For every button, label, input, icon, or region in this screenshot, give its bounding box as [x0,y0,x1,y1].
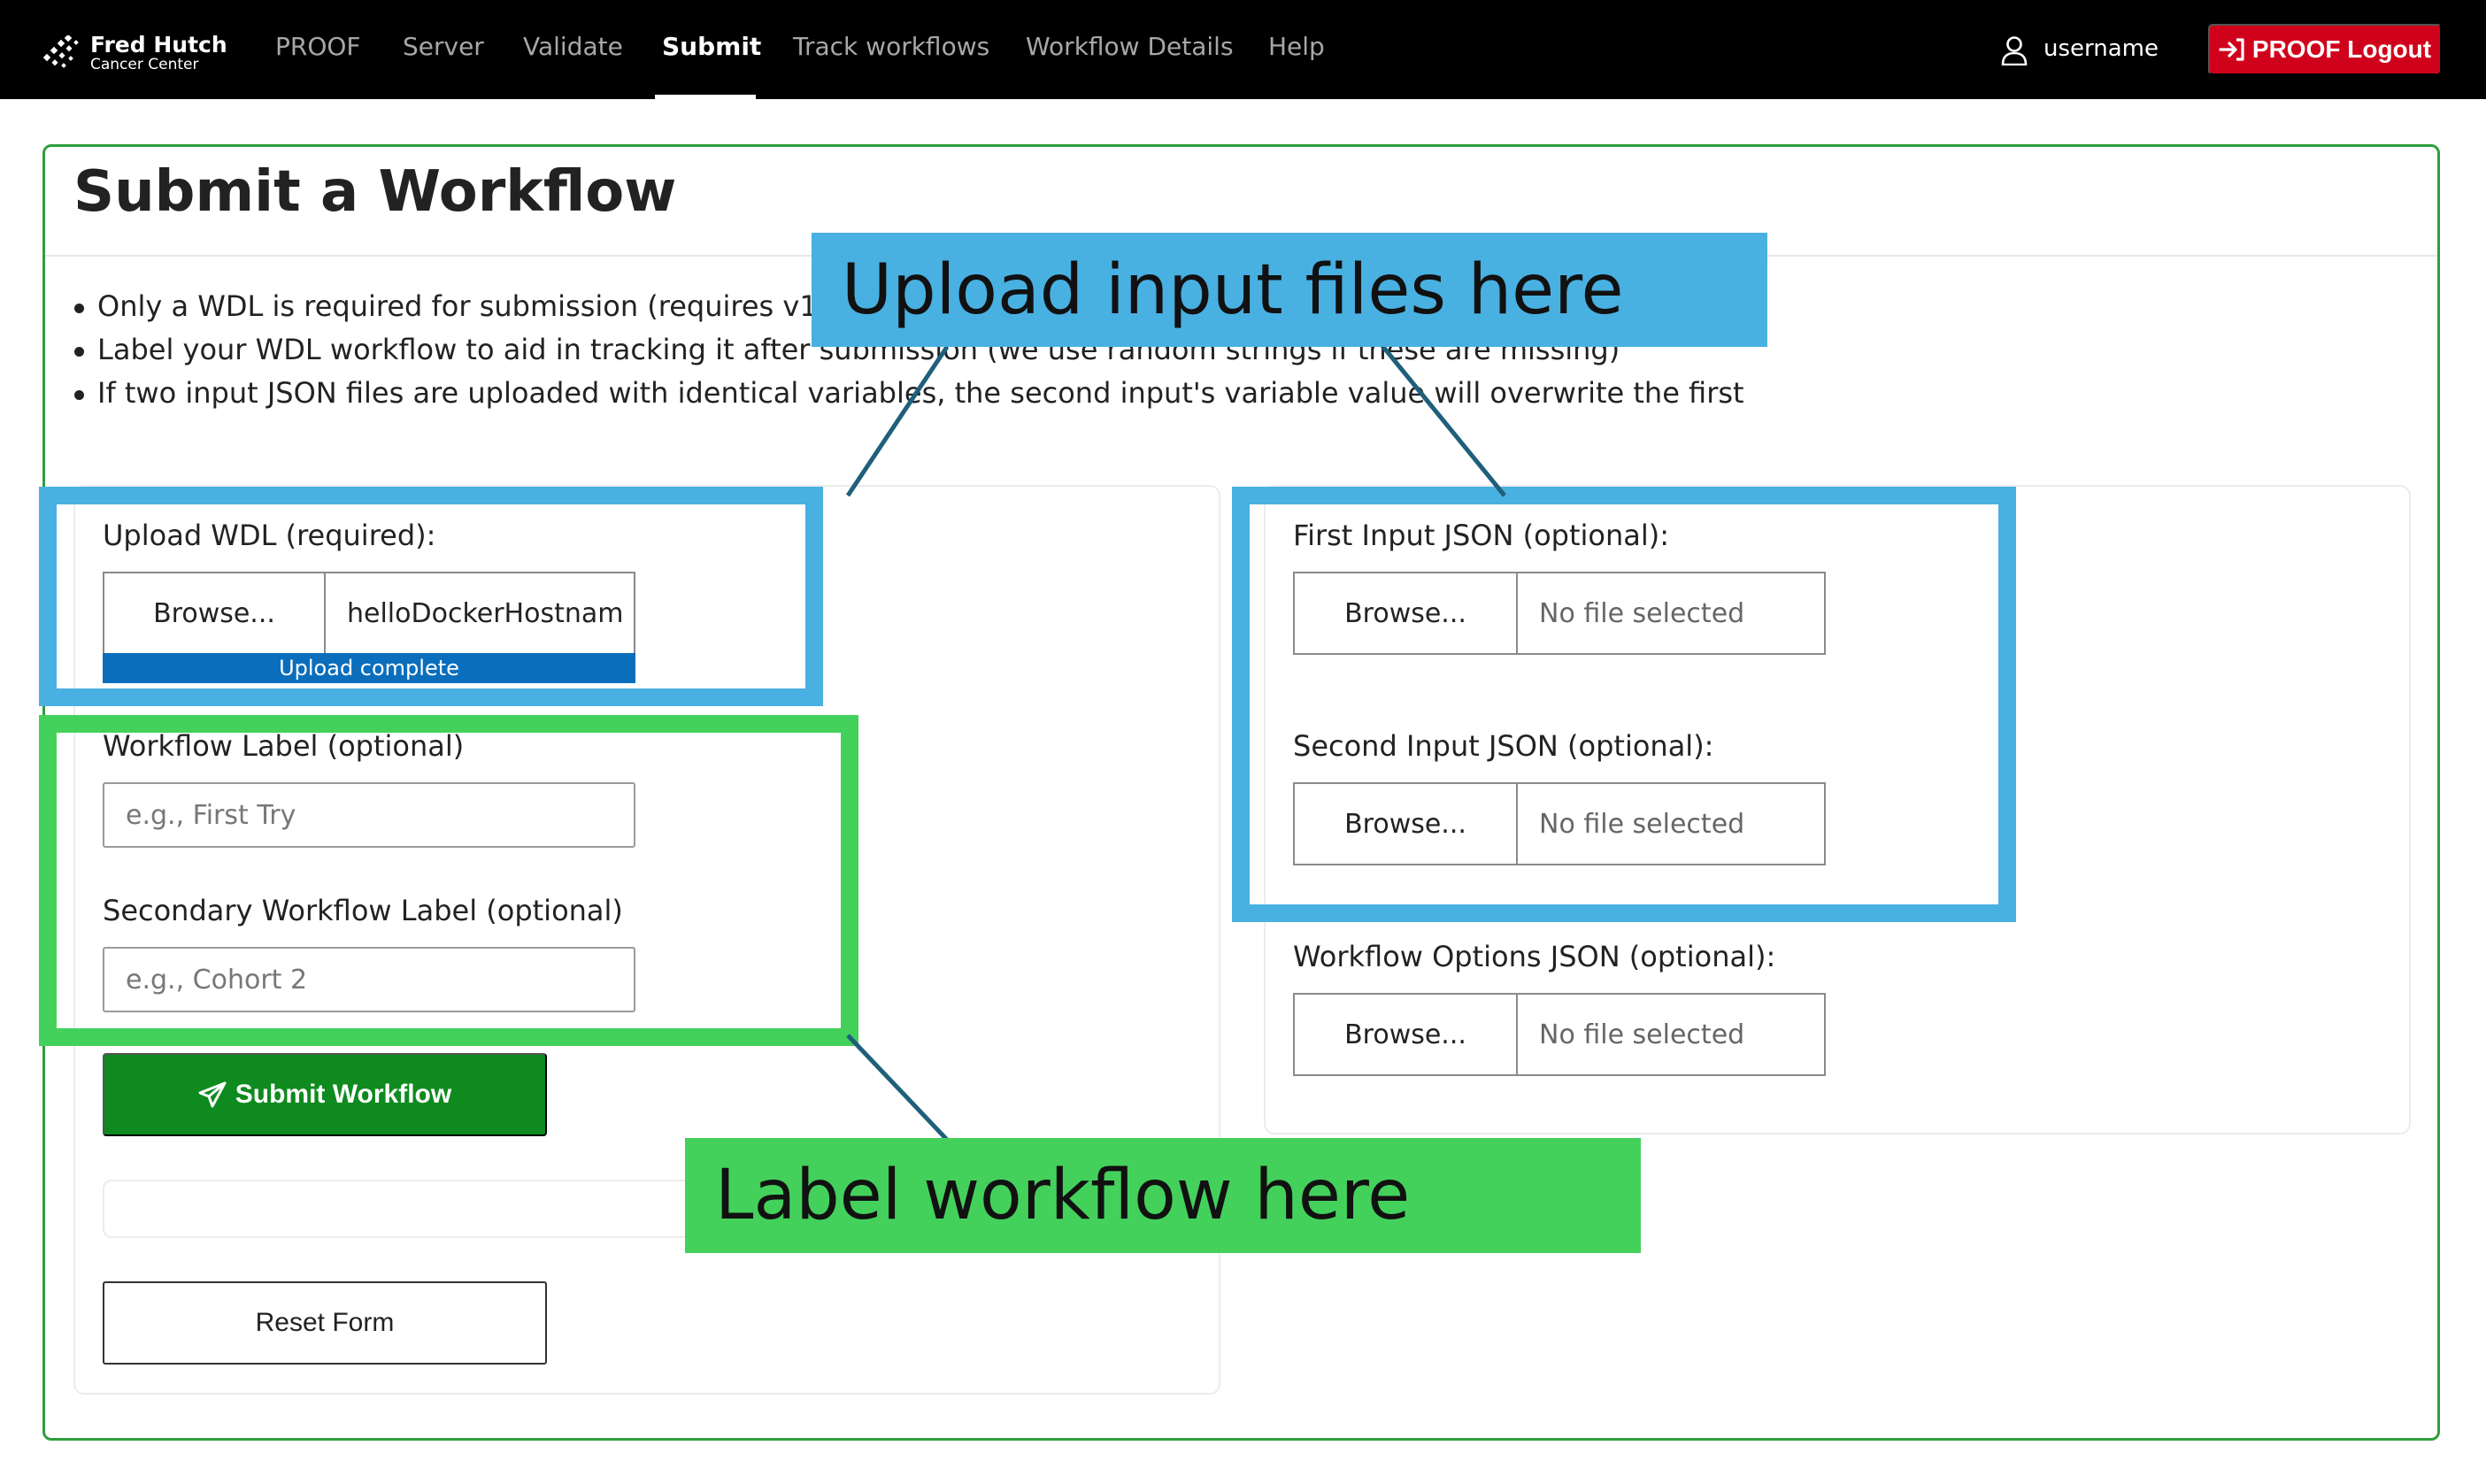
nav-item-workflow-details[interactable]: Workflow Details [1026,32,1234,61]
nav-item-help[interactable]: Help [1268,32,1325,61]
active-tab-indicator [655,95,756,99]
brand[interactable]: Fred Hutch Cancer Center [42,32,227,76]
wdl-upload-label: Upload WDL (required): [103,519,436,552]
first-input-browse-button[interactable]: Browse... [1295,573,1518,653]
nav-item-server[interactable]: Server [403,32,484,61]
reset-form-button[interactable]: Reset Form [103,1281,547,1365]
first-input-label: First Input JSON (optional): [1293,519,1670,552]
options-json-file-name: No file selected [1539,1019,1745,1050]
second-input-label: Second Input JSON (optional): [1293,729,1714,763]
logout-button[interactable]: PROOF Logout [2208,24,2442,75]
top-navbar: Fred Hutch Cancer Center PROOF Server Va… [0,0,2486,99]
first-input-file-input[interactable]: Browse... No file selected [1293,572,1826,655]
second-input-file-name: No file selected [1539,808,1745,840]
options-json-browse-button[interactable]: Browse... [1295,995,1518,1074]
secondary-label-label: Secondary Workflow Label (optional) [103,894,623,927]
username[interactable]: username [2043,35,2159,62]
wdl-file-name: helloDockerHostnam [347,597,624,629]
wdl-upload-progress: Upload complete [103,653,635,683]
first-input-file-name: No file selected [1539,597,1745,629]
second-input-browse-button[interactable]: Browse... [1295,784,1518,864]
secondary-label-input[interactable] [103,947,635,1012]
instruction-item: If two input JSON files are uploaded wit… [74,373,1744,417]
user-icon [2001,36,2028,65]
options-json-file-input[interactable]: Browse... No file selected [1293,993,1826,1076]
instruction-item: Only a WDL is required for submission (r… [74,287,1690,330]
login-arrow-icon [2219,38,2244,61]
workflow-label-label: Workflow Label (optional) [103,729,465,763]
second-input-file-input[interactable]: Browse... No file selected [1293,782,1826,865]
paper-plane-icon [198,1081,227,1108]
upload-callout: Upload input files here [812,233,1767,347]
nav-item-validate[interactable]: Validate [523,32,623,61]
label-callout: Label workflow here [685,1138,1641,1253]
wdl-file-input[interactable]: Browse... helloDockerHostnam [103,572,635,655]
submit-workflow-label: Submit Workflow [235,1080,452,1109]
brand-name: Fred Hutch [90,32,227,58]
wdl-browse-button[interactable]: Browse... [104,573,326,653]
workflow-label-input[interactable] [103,782,635,848]
page-title: Submit a Workflow [73,159,677,225]
nav-item-submit[interactable]: Submit [662,32,762,61]
logout-label: PROOF Logout [2251,35,2432,63]
fred-hutch-logo-icon [42,35,79,68]
submit-workflow-button[interactable]: Submit Workflow [103,1053,547,1136]
nav-item-track-workflows[interactable]: Track workflows [793,32,990,61]
brand-subtitle: Cancer Center [90,56,199,73]
nav-item-proof[interactable]: PROOF [275,32,361,61]
options-json-label: Workflow Options JSON (optional): [1293,940,1776,973]
